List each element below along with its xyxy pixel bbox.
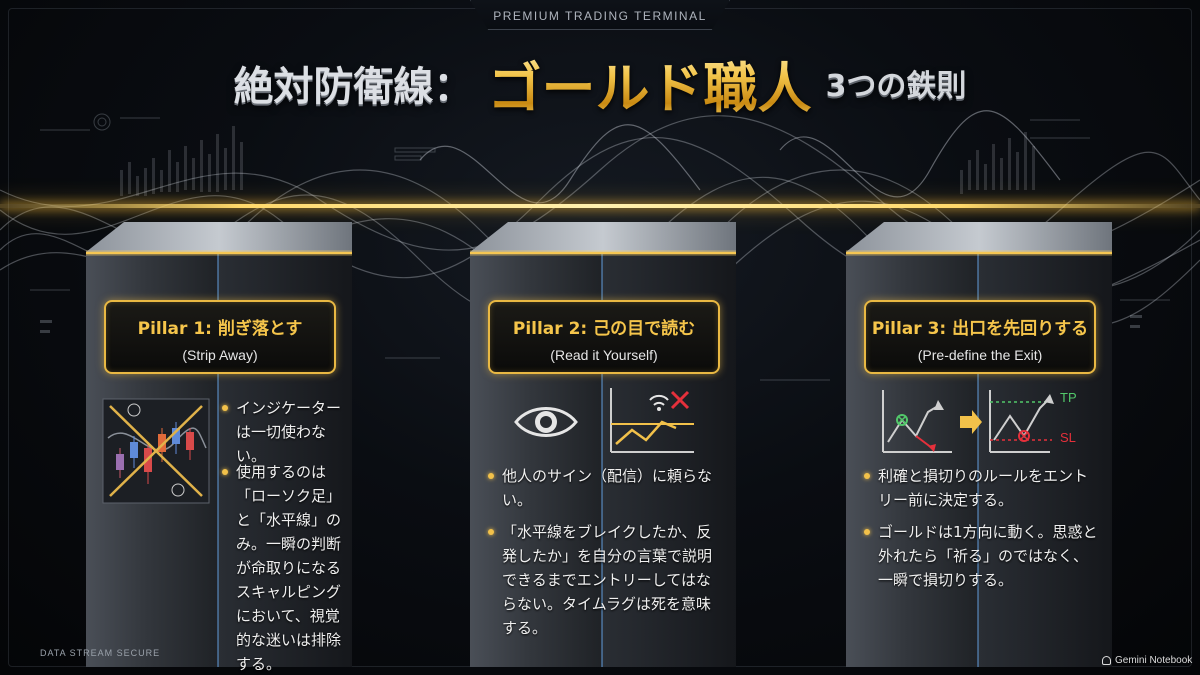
- title-prefix: 絶対防衛線：: [233, 64, 474, 110]
- pillar-3: Pillar 3: 出口を先回りする (Pre-define the Exit): [844, 222, 1112, 667]
- pillar-1-subtitle: (Strip Away): [182, 347, 258, 363]
- pillar-2-bullet-2: 「水平線をブレイクしたか、反発したか」を自分の言葉で説明できるまでエントリーして…: [486, 520, 724, 640]
- pillar-2-bullet-1: 他人のサイン（配信）に頼らない。: [486, 464, 724, 512]
- pillar-3-bullet-2: ゴールドは1方向に動く。思惑と外れたら「祈る」のではなく、一瞬で損切りする。: [862, 520, 1102, 592]
- pillar-3-label: Pillar 3: 出口を先回りする (Pre-define the Exit): [864, 300, 1096, 374]
- pillar-1: Pillar 1: 削ぎ落とす (Strip Away): [84, 222, 352, 673]
- pillar-1-bullet-2: 使用するのは「ローソク足」と「水平線」のみ。一瞬の判断が命取りになるスキャルピン…: [220, 460, 350, 675]
- pillar-1-bullets-top: インジケーターは一切使わない。: [220, 396, 350, 476]
- eye-icon: [512, 400, 580, 444]
- gold-defense-line: [0, 204, 1200, 208]
- footer-brand-text: Gemini Notebook: [1115, 655, 1193, 666]
- pillar-2-bullets: 他人のサイン（配信）に頼らない。 「水平線をブレイクしたか、反発したか」を自分の…: [486, 464, 724, 648]
- pillar-2: Pillar 2: 己の目で読む (Read it Yourself): [468, 222, 736, 667]
- pillar-2-title: Pillar 2: 己の目で読む: [512, 319, 696, 339]
- pillar-1-bullets-bottom: 使用するのは「ローソク足」と「水平線」のみ。一瞬の判断が命取りになるスキャルピン…: [220, 460, 350, 675]
- top-tab-label: PREMIUM TRADING TERMINAL: [493, 9, 707, 23]
- pillar-1-title: Pillar 1: 削ぎ落とす: [137, 319, 303, 339]
- pillar-3-bullets: 利確と損切りのルールをエントリー前に決定する。 ゴールドは1方向に動く。思惑と外…: [862, 464, 1102, 600]
- main-title: 絶対防衛線： ゴールド職人 3つの鉄則: [0, 48, 1200, 120]
- sl-label: SL: [1060, 430, 1076, 445]
- pillar-1-bullet-1: インジケーターは一切使わない。: [220, 396, 350, 468]
- footer-brand: Gemini Notebook: [1102, 655, 1192, 666]
- title-gold-text: ゴールド職人: [488, 44, 812, 123]
- pillar-3-title: Pillar 3: 出口を先回りする: [871, 319, 1089, 339]
- notebook-logo-icon: [1102, 656, 1111, 665]
- footer-status: DATA STREAM SECURE: [40, 648, 161, 658]
- top-tab: [470, 0, 730, 30]
- pillar-2-subtitle: (Read it Yourself): [550, 347, 658, 363]
- crossed-out-indicators-icon: [102, 398, 210, 504]
- title-suffix: 3つの鉄則: [825, 69, 967, 104]
- tp-label: TP: [1060, 390, 1077, 405]
- pillar-3-bullet-1: 利確と損切りのルールをエントリー前に決定する。: [862, 464, 1102, 512]
- pillar-1-label: Pillar 1: 削ぎ落とす (Strip Away): [104, 300, 336, 374]
- signal-chart-icon: [608, 386, 696, 454]
- tp-sl-chart-icon: TP SL: [880, 386, 1092, 458]
- pillar-2-label: Pillar 2: 己の目で読む (Read it Yourself): [488, 300, 720, 374]
- pillar-3-subtitle: (Pre-define the Exit): [917, 347, 1043, 363]
